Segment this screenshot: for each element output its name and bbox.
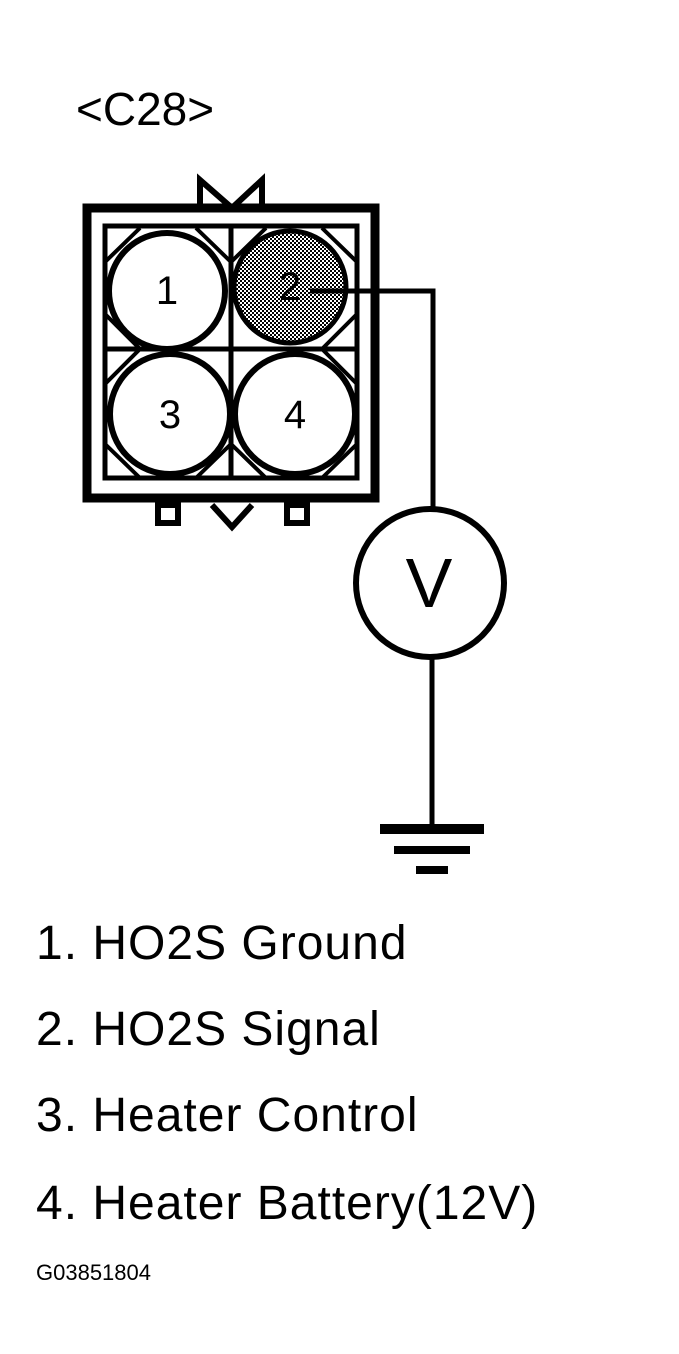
ground-icon	[380, 824, 484, 874]
probe-wire	[310, 288, 436, 520]
legend-item-3: 3. Heater Control	[36, 1089, 419, 1142]
legend-item-4: 4. Heater Battery(12V)	[36, 1177, 539, 1230]
pin-2-label: 2	[278, 265, 302, 309]
figure-id: G03851804	[36, 1260, 151, 1285]
pin-2-circle-highlighted	[231, 228, 349, 346]
legend-item-1: 1. HO2S Ground	[36, 917, 408, 970]
pin-4-label: 4	[283, 393, 307, 437]
connector-bottom-keys	[155, 502, 310, 532]
voltmeter-symbol: V	[405, 544, 453, 622]
legend-item-2: 2. HO2S Signal	[36, 1003, 381, 1056]
connector-id-label: <C28>	[76, 83, 215, 135]
pin-3-label: 3	[158, 393, 182, 437]
pin-3-circle	[107, 351, 233, 477]
connector-housing	[82, 203, 380, 503]
pin-4-circle	[232, 351, 358, 477]
pin-1-label: 1	[155, 269, 179, 313]
pin-1-circle	[106, 230, 228, 352]
